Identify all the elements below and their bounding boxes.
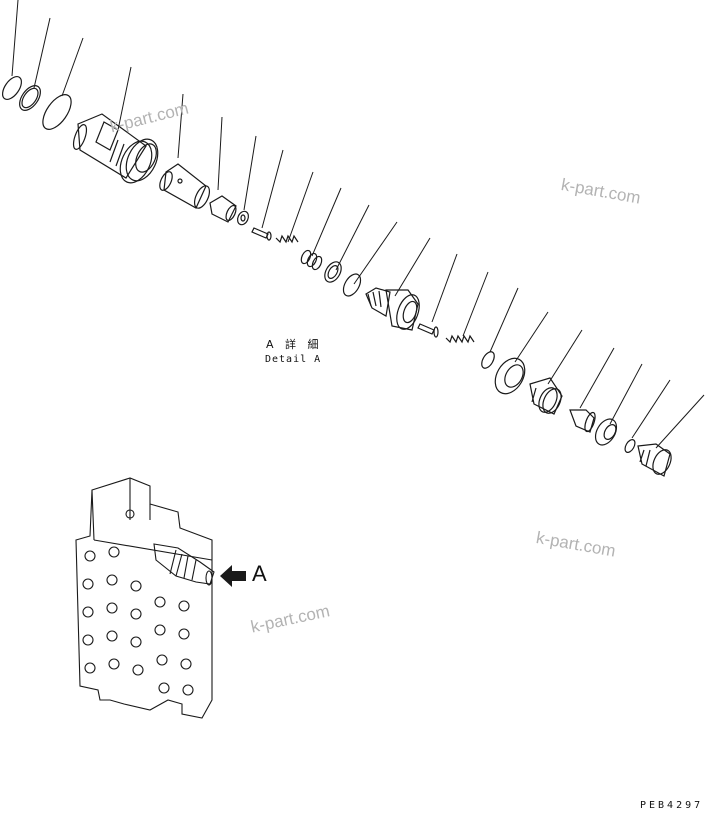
view-arrow-label: A — [252, 561, 267, 586]
spring-seat — [300, 249, 323, 271]
drawing-code: PEB4297 — [640, 800, 704, 811]
spring-1 — [275, 234, 299, 244]
plug — [365, 287, 420, 331]
cap — [637, 443, 672, 477]
spring-2 — [445, 334, 475, 344]
poppet-pin — [251, 227, 272, 241]
sleeve — [72, 113, 159, 184]
view-arrow — [220, 565, 246, 587]
backup-ring — [324, 261, 342, 283]
o-ring-6 — [624, 439, 636, 453]
spool — [159, 163, 211, 209]
adjusting-screw — [529, 377, 563, 415]
o-ring-4 — [342, 273, 362, 297]
nut — [236, 210, 250, 226]
control-valve-body — [75, 477, 215, 719]
lock-nut — [494, 357, 526, 395]
piston — [209, 195, 237, 223]
poppet — [569, 409, 596, 433]
valve-ports — [82, 509, 194, 696]
o-ring-2 — [19, 85, 41, 111]
pin-2 — [417, 323, 439, 338]
leader-lines — [11, 0, 705, 449]
detail-label-en: Detail A — [265, 354, 322, 365]
o-ring-1 — [1, 76, 23, 100]
detail-label-jp: A 詳 細 — [266, 338, 323, 351]
lock-nut-2 — [594, 418, 618, 446]
relief-valve-installed — [153, 543, 215, 586]
o-ring-5 — [481, 351, 495, 369]
o-ring-3 — [42, 94, 72, 130]
